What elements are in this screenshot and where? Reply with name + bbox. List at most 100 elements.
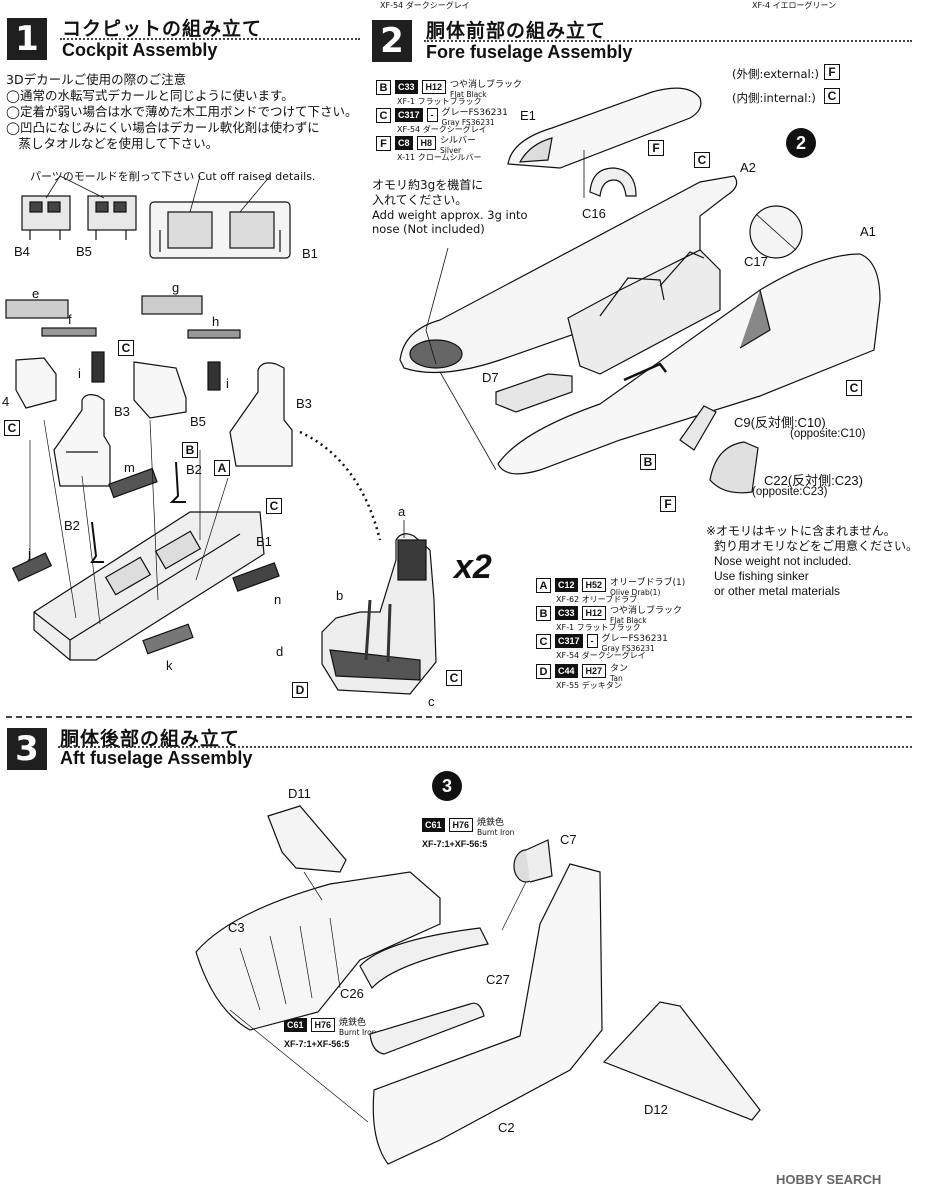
part-C7 — [525, 839, 553, 883]
part-letter: D — [292, 682, 308, 698]
label-C22-en: (opposite:C23) — [752, 486, 828, 498]
part-C22 — [709, 441, 759, 494]
bulkhead-4 — [15, 357, 57, 409]
decal-i1 — [91, 351, 105, 383]
part-letter: A — [214, 460, 230, 476]
label-c: c — [428, 694, 435, 709]
weight-note-jp: オモリ約3gを機首に入れてください。 — [372, 178, 484, 207]
tail-C2 — [372, 863, 603, 1165]
label-D12: D12 — [644, 1102, 668, 1117]
step-title-en: Cockpit Assembly — [62, 40, 218, 60]
sinker-notes: ※オモリはキットに含まれません。 釣り用オモリなどをご用意ください。 Nose … — [706, 524, 919, 598]
paint-mix: XF-7:1+XF-56:5 — [422, 839, 488, 849]
label-B5: B5 — [190, 414, 206, 429]
part-letter: C — [846, 380, 862, 396]
quantity-x2: x2 — [454, 548, 492, 586]
label-b: b — [336, 588, 344, 603]
legend-mix: XF-1 フラットブラック — [556, 623, 641, 632]
stab-D12 — [602, 1001, 761, 1121]
label-h: h — [212, 314, 220, 329]
part-C27 — [369, 1002, 485, 1055]
label-C9: C9(反対側:C10) — [734, 415, 826, 430]
part-letter: C — [446, 670, 462, 686]
label-E1: E1 — [520, 108, 536, 123]
decal-e — [5, 299, 69, 319]
label-B2: B2 — [186, 462, 202, 477]
legend-mix: XF-55 デッキタン — [556, 681, 622, 690]
stick-B2a — [90, 521, 104, 563]
part-B4 — [21, 195, 71, 240]
step-title-en: Fore fuselage Assembly — [426, 42, 633, 62]
label-a: a — [398, 504, 406, 519]
label-m: m — [124, 460, 135, 475]
divider — [60, 38, 360, 40]
label-B1: B1 — [256, 534, 272, 549]
label-D7: D7 — [482, 370, 499, 385]
part-letter: B — [182, 442, 198, 458]
decal-k — [142, 623, 194, 655]
label-C16: C16 — [582, 206, 606, 221]
label-j: j — [28, 546, 31, 561]
bulkhead-B5 — [133, 361, 187, 419]
decal-g — [141, 295, 203, 315]
detail-seat — [321, 520, 437, 695]
label-C7: C7 — [560, 832, 577, 847]
divider — [58, 746, 912, 748]
paint-mix: XF-7:1+XF-56:5 — [284, 1039, 350, 1049]
label-B2: B2 — [64, 518, 80, 533]
part-letter: B — [640, 454, 656, 470]
label-C3: C3 — [228, 920, 245, 935]
label-B4: B4 — [14, 244, 30, 259]
fuselage-A2 — [399, 175, 738, 374]
part-B5 — [87, 195, 137, 240]
part-letter: C — [824, 88, 840, 104]
decal-m — [108, 467, 158, 499]
label-B3: B3 — [296, 396, 312, 411]
decal-i2 — [207, 361, 221, 391]
part-C16 — [589, 167, 637, 197]
external-label: (外側:external:) — [732, 67, 820, 81]
step-number: 1 — [7, 18, 47, 60]
decal-n — [232, 562, 280, 592]
part-B3-right — [229, 362, 293, 467]
decal-j — [11, 552, 53, 582]
internal-label: (内側:internal:) — [732, 91, 816, 105]
label-B3: B3 — [114, 404, 130, 419]
cut-note: パーツのモールドを削って下さい Cut off raised details. — [30, 170, 316, 183]
part-letter: F — [824, 64, 840, 80]
step-circle: 2 — [786, 128, 816, 158]
label-d: d — [276, 644, 284, 659]
paint-mix: XF-54 ダークシーグレイ — [397, 125, 487, 134]
decal-notes: 3Dデカールご使用の際のご注意 ◯通常の水転写式デカールと同じように使います。 … — [6, 72, 358, 152]
header-scrap: XF-54 ダークシーグレイ — [380, 1, 470, 10]
label-C27: C27 — [486, 972, 510, 987]
decal-f — [41, 327, 97, 337]
part-C26 — [359, 927, 489, 990]
part-letter: F — [648, 140, 664, 156]
note-line: 蒸しタオルなどを使用して下さい。 — [6, 136, 219, 151]
step-number: 2 — [372, 20, 412, 62]
label-B1: B1 — [302, 246, 318, 261]
part-B1-tray — [149, 201, 291, 259]
header-scrap: XF-4 イエローグリーン — [752, 1, 837, 10]
label-i: i — [226, 376, 229, 391]
fuselage-A1 — [497, 253, 881, 475]
label-g: g — [172, 280, 180, 295]
part-letter: C — [4, 420, 20, 436]
paint-mix: X-11 クロームシルバー — [397, 153, 482, 162]
label-C2: C2 — [498, 1120, 515, 1135]
legend-mix: XF-54 ダークシーグレイ — [556, 651, 646, 660]
part-letter: C — [266, 498, 282, 514]
decal-h — [187, 329, 241, 339]
fin-D11 — [267, 805, 347, 873]
canopy-E1 — [507, 87, 702, 169]
label-C22: C22(反対側:C23) — [764, 473, 863, 488]
note-line: ◯凹凸になじみにくい場合はデカール軟化剤は使わずに — [6, 120, 320, 135]
